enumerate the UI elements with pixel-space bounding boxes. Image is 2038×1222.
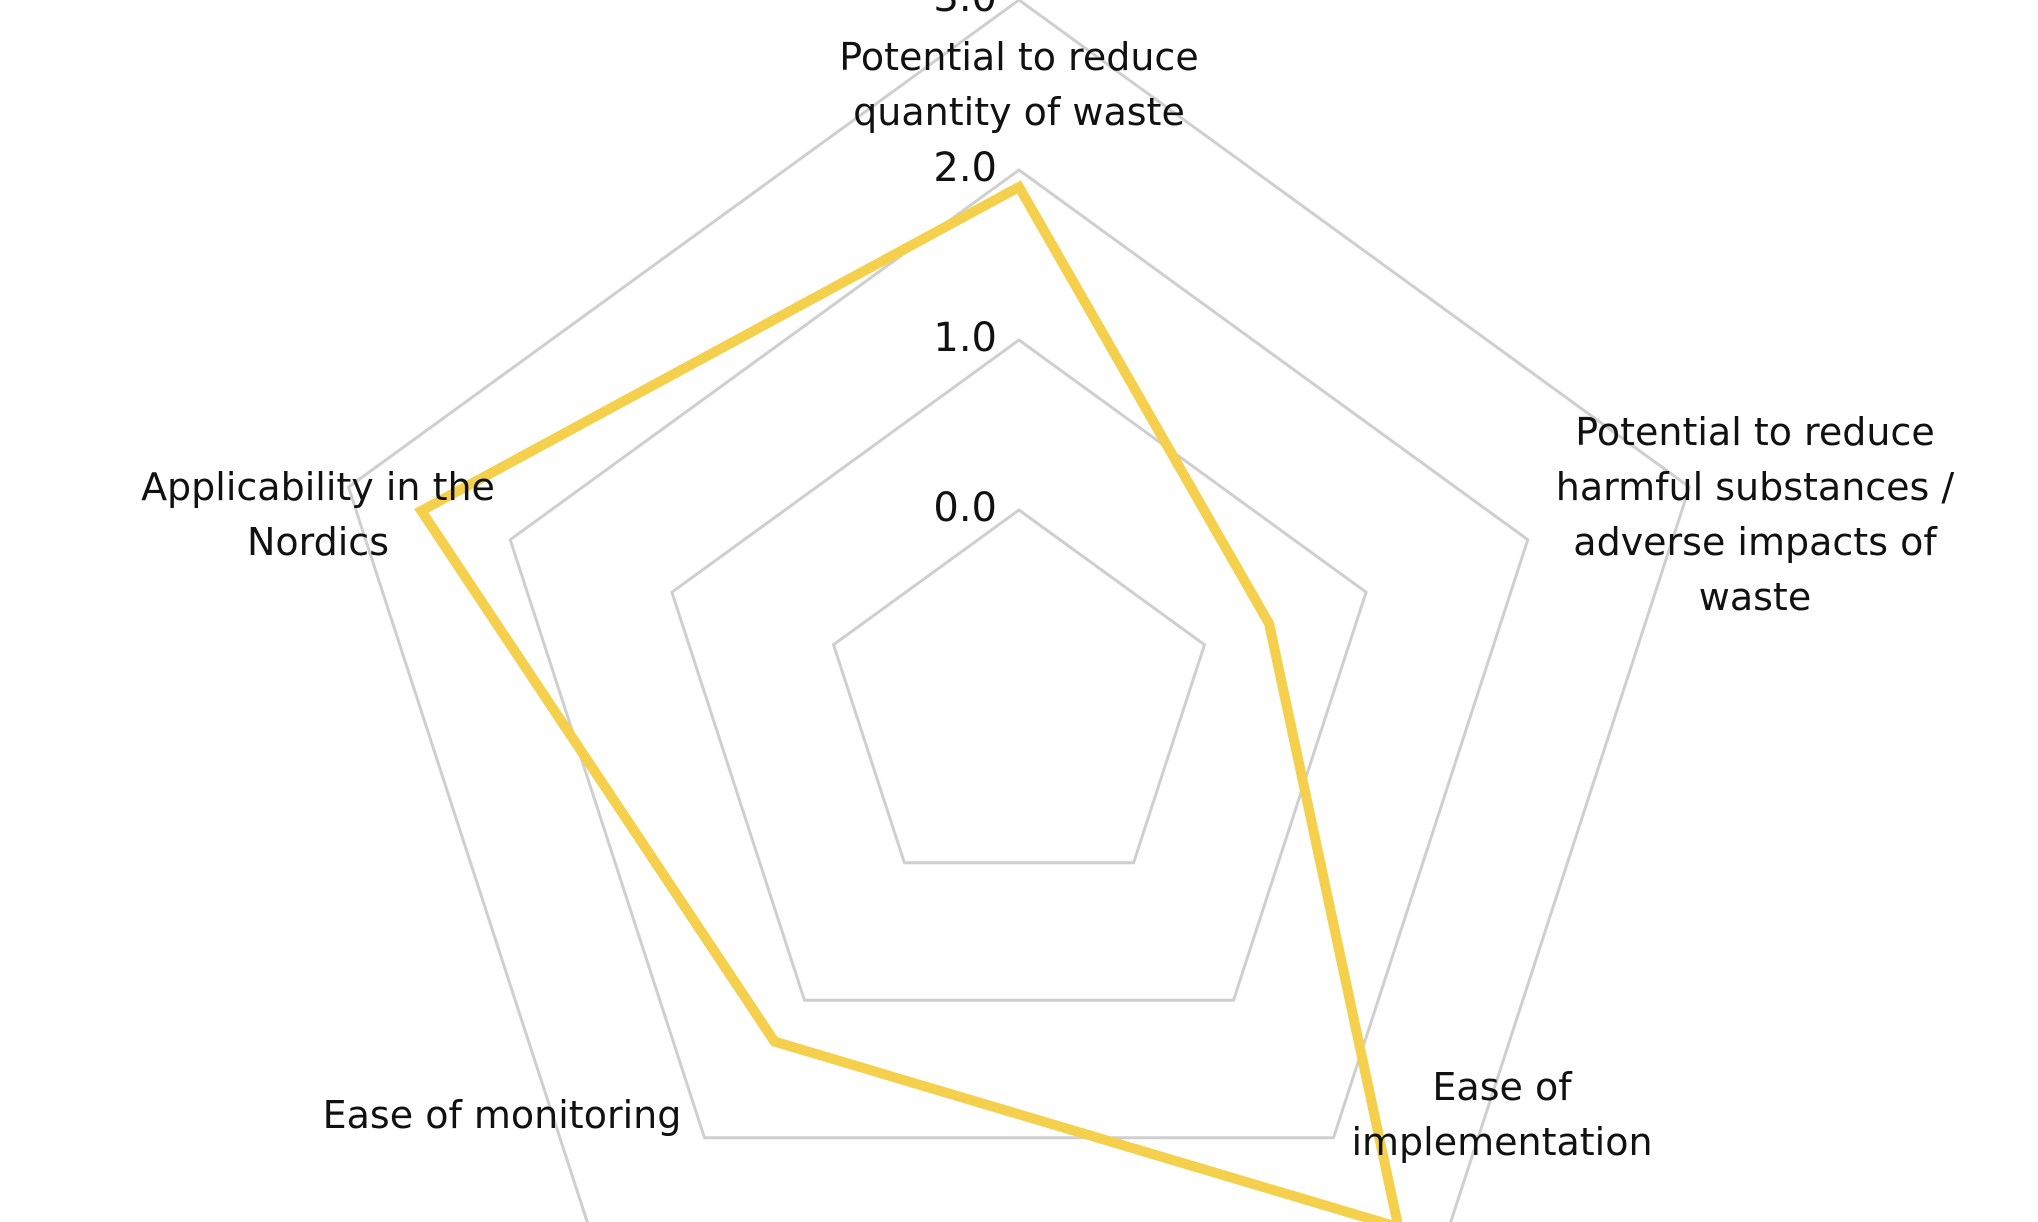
tick-labels: 0.0 1.0 2.0 3.0	[933, 0, 997, 531]
axis-label-1-line-3: waste	[1699, 575, 1811, 619]
tick-label-0: 0.0	[933, 485, 997, 531]
grid-ring-2	[508, 168, 1530, 1140]
axis-label-4-line-0: Applicability in the	[141, 465, 495, 509]
axis-label-0-line-0: Potential to reduce	[839, 35, 1198, 79]
tick-label-2: 2.0	[933, 145, 997, 191]
axis-label-1-line-0: Potential to reduce	[1575, 410, 1934, 454]
axis-label-2-line-0: Ease of	[1432, 1065, 1573, 1109]
series-line-0	[414, 180, 1403, 1222]
axis-label-3: Ease of monitoring	[323, 1093, 682, 1137]
tick-label-1: 1.0	[933, 315, 997, 361]
grid-ring-0	[831, 508, 1207, 865]
axis-label-2-line-1: implementation	[1351, 1120, 1652, 1164]
grid-layer	[346, 0, 1692, 1222]
axis-label-2: Ease of implementation	[1351, 1065, 1652, 1164]
axis-label-3-line-0: Ease of monitoring	[323, 1093, 682, 1137]
axis-label-0: Potential to reduce quantity of waste	[839, 35, 1198, 134]
axis-label-1-line-1: harmful substances /	[1556, 465, 1955, 509]
axis-label-4-line-1: Nordics	[247, 520, 389, 564]
axis-label-0-line-1: quantity of waste	[853, 90, 1185, 134]
grid-ring-1	[670, 338, 1368, 1002]
axis-label-1: Potential to reduce harmful substances / a…	[1556, 410, 1955, 619]
tick-label-3: 3.0	[933, 0, 997, 21]
grid-ring-3	[346, 0, 1692, 1222]
series-layer	[414, 180, 1403, 1222]
axis-label-1-line-2: adverse impacts of	[1573, 520, 1938, 564]
